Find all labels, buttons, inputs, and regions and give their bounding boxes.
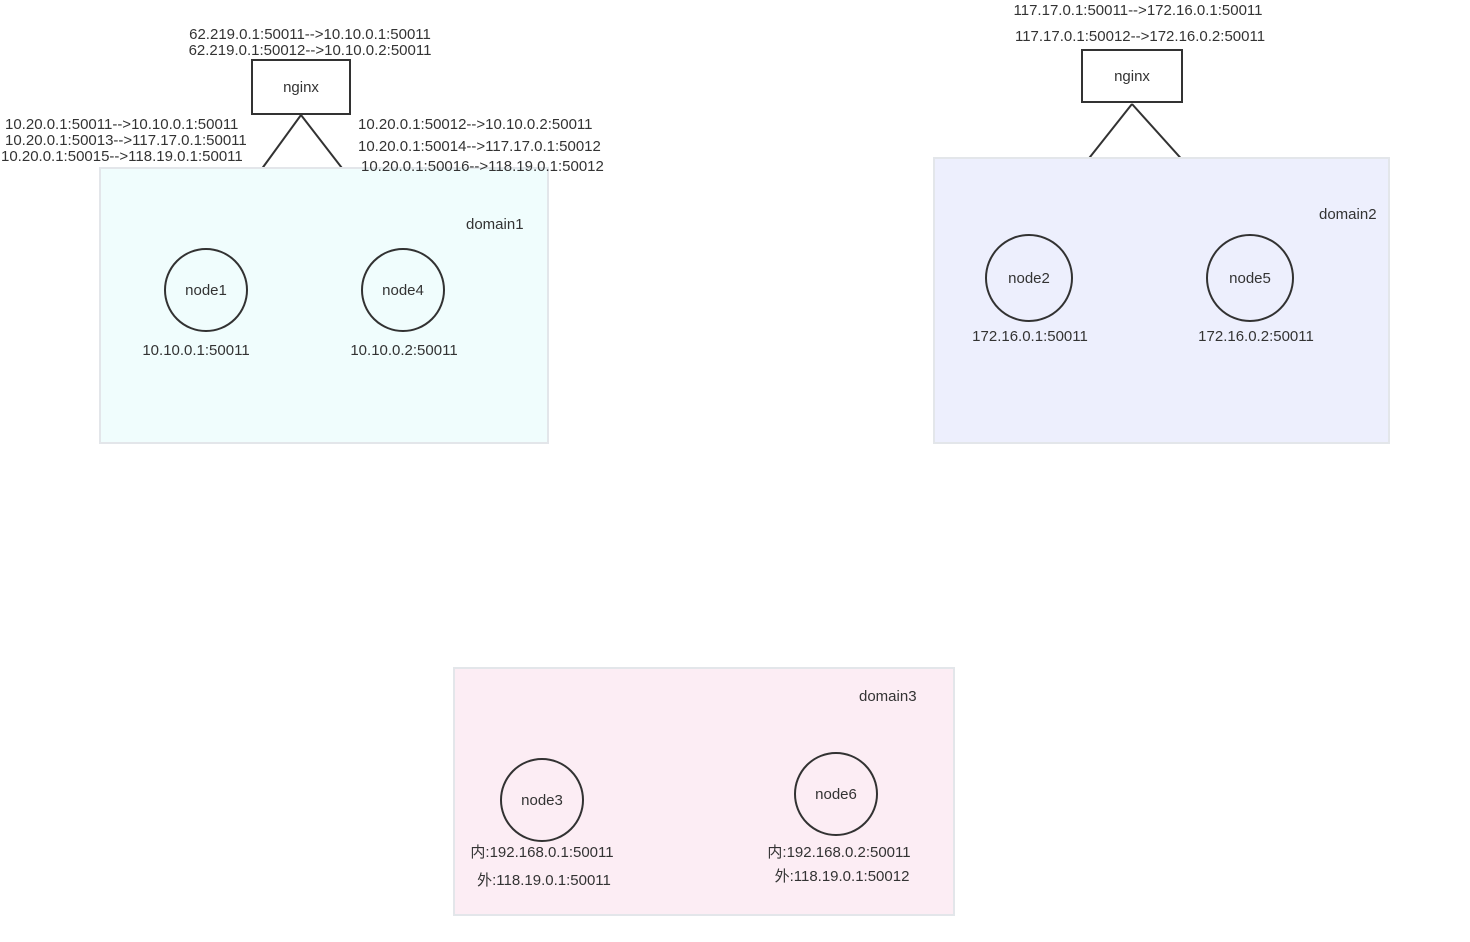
domain3-label: domain3 bbox=[859, 688, 917, 705]
node3-circle[interactable]: node3 bbox=[500, 758, 584, 842]
node6-inner-address: 内:192.168.0.2:50011 bbox=[767, 844, 911, 861]
nginx1-mapping-2: 62.219.0.1:50012-->10.10.0.2:50011 bbox=[188, 42, 432, 59]
domain2-label: domain2 bbox=[1319, 206, 1377, 223]
node6-label: node6 bbox=[815, 785, 857, 803]
left-edge-rule-3: 10.20.0.1:50015-->118.19.0.1:50011 bbox=[1, 148, 243, 165]
node2-circle[interactable]: node2 bbox=[985, 234, 1073, 322]
nginx2-mapping-1: 117.17.0.1:50011-->172.16.0.1:50011 bbox=[1013, 2, 1263, 19]
node6-outer-address: 外:118.19.0.1:50012 bbox=[774, 868, 910, 885]
nginx2-box[interactable]: nginx bbox=[1081, 49, 1183, 103]
node5-address: 172.16.0.2:50011 bbox=[1198, 328, 1314, 345]
node4-label: node4 bbox=[382, 281, 424, 299]
node1-label: node1 bbox=[185, 281, 227, 299]
nginx2-label: nginx bbox=[1114, 67, 1150, 85]
node5-label: node5 bbox=[1229, 269, 1271, 287]
node4-address: 10.10.0.2:50011 bbox=[350, 342, 458, 359]
node2-label: node2 bbox=[1008, 269, 1050, 287]
right-edge-rule-3: 10.20.0.1:50016-->118.19.0.1:50012 bbox=[361, 158, 604, 175]
node3-outer-address: 外:118.19.0.1:50011 bbox=[477, 872, 611, 889]
nginx1-box[interactable]: nginx bbox=[251, 59, 351, 115]
node4-circle[interactable]: node4 bbox=[361, 248, 445, 332]
left-edge-rule-2: 10.20.0.1:50013-->117.17.0.1:50011 bbox=[5, 132, 247, 149]
nginx1-mapping-1: 62.219.0.1:50011-->10.10.0.1:50011 bbox=[189, 26, 431, 43]
node6-circle[interactable]: node6 bbox=[794, 752, 878, 836]
node3-label: node3 bbox=[521, 791, 563, 809]
domain1-label: domain1 bbox=[466, 216, 524, 233]
node3-inner-address: 内:192.168.0.1:50011 bbox=[470, 844, 614, 861]
right-edge-rule-2: 10.20.0.1:50014-->117.17.0.1:50012 bbox=[358, 138, 601, 155]
nginx1-label: nginx bbox=[283, 78, 319, 96]
node1-circle[interactable]: node1 bbox=[164, 248, 248, 332]
nginx2-mapping-2: 117.17.0.1:50012-->172.16.0.2:50011 bbox=[1014, 28, 1266, 45]
node5-circle[interactable]: node5 bbox=[1206, 234, 1294, 322]
left-edge-rule-1: 10.20.0.1:50011-->10.10.0.1:50011 bbox=[5, 116, 239, 133]
node1-address: 10.10.0.1:50011 bbox=[142, 342, 250, 359]
node2-address: 172.16.0.1:50011 bbox=[972, 328, 1088, 345]
right-edge-rule-1: 10.20.0.1:50012-->10.10.0.2:50011 bbox=[358, 116, 593, 133]
